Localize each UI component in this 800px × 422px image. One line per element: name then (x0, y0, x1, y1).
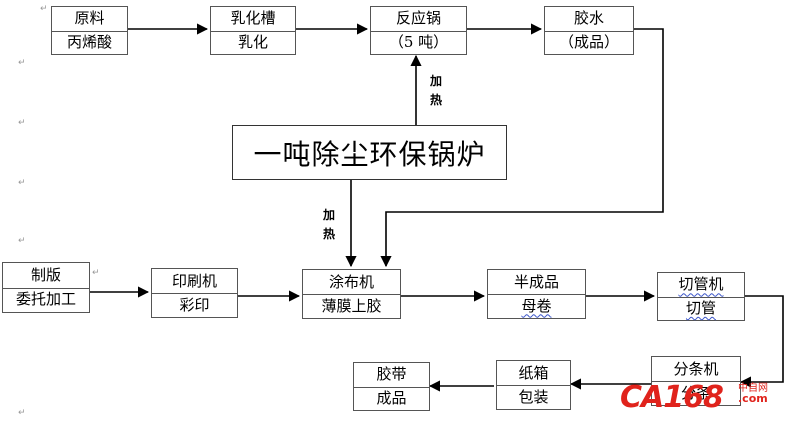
paragraph-mark-icon: ↵ (18, 58, 26, 68)
glue-label: 胶水 (545, 7, 633, 32)
reactor-label: 反应锅 (371, 7, 466, 32)
semi-finished-label: 半成品 (488, 270, 585, 295)
heating-label-upper-text: 加热 (429, 74, 442, 107)
packaging-label: 包装 (518, 387, 549, 406)
acrylic-acid-label: 丙烯酸 (66, 32, 112, 51)
coating-machine-box: 涂布机 薄膜上胶 (302, 269, 401, 319)
mother-roll-text: 母卷 (521, 296, 552, 315)
plate-making-box: 制版 委托加工 (2, 262, 90, 313)
heating-label-upper: 加热 (429, 72, 443, 110)
printing-machine-box: 印刷机 彩印 (151, 268, 238, 318)
paragraph-mark-icon: ↵ (18, 118, 26, 128)
slitting-label: 分条 (680, 383, 711, 402)
carton-label: 纸箱 (497, 361, 570, 386)
watermark-site-name: 中自网 (738, 383, 768, 394)
tape-box: 胶带 成品 (353, 362, 430, 411)
tape-finished-label: 成品 (376, 388, 407, 407)
arrow-cutter-to-slitter (739, 295, 784, 388)
paragraph-mark-icon: ↵ (92, 268, 100, 278)
watermark: CA168 中自网 .com (618, 378, 798, 418)
emulsion-tank-box: 乳化槽 乳化 (210, 6, 296, 55)
mother-roll-label: 母卷 (488, 294, 585, 318)
watermark-logo: CA168 (620, 380, 724, 415)
watermark-domain: .com (738, 392, 768, 405)
heating-label-lower-text: 加热 (322, 208, 335, 241)
slitter-label: 分条机 (652, 357, 740, 382)
plate-making-label: 制版 (3, 263, 89, 289)
slitter-box: 分条机 分条 (651, 356, 741, 406)
printing-machine-label: 印刷机 (152, 269, 237, 294)
heating-label-lower: 加热 (322, 206, 336, 244)
color-printing-label: 彩印 (179, 295, 210, 314)
semi-finished-box: 半成品 母卷 (487, 269, 586, 319)
tape-label: 胶带 (354, 363, 429, 388)
raw-material-label: 原料 (52, 7, 127, 32)
paragraph-mark-icon: ↵ (18, 178, 26, 188)
tube-cutter-label: 切管机 (658, 273, 744, 298)
coating-machine-label: 涂布机 (303, 270, 400, 295)
carton-box: 纸箱 包装 (496, 360, 571, 410)
reactor-capacity-label: （5 吨） (388, 32, 449, 51)
glue-box: 胶水 （成品） (544, 6, 634, 55)
boiler-box: 一吨除尘环保锅炉 (232, 125, 507, 180)
glue-finished-label: （成品） (558, 32, 619, 51)
tube-cutting-label: 切管 (658, 297, 744, 321)
film-gluing-label: 薄膜上胶 (321, 296, 382, 315)
raw-material-box: 原料 丙烯酸 (51, 6, 128, 55)
tube-cutter-text: 切管机 (678, 275, 724, 294)
tube-cutter-box: 切管机 切管 (657, 272, 745, 321)
arrow-glue-to-coating (380, 28, 664, 268)
outsourcing-label: 委托加工 (15, 290, 76, 309)
paragraph-mark-icon: ↵ (18, 408, 26, 418)
emulsion-tank-label: 乳化槽 (211, 7, 295, 32)
paragraph-mark-icon: ↵ (40, 4, 48, 14)
paragraph-mark-icon: ↵ (18, 236, 26, 246)
tube-cutting-text: 切管 (685, 298, 716, 317)
emulsify-label: 乳化 (237, 32, 268, 51)
reactor-box: 反应锅 （5 吨） (370, 6, 467, 55)
